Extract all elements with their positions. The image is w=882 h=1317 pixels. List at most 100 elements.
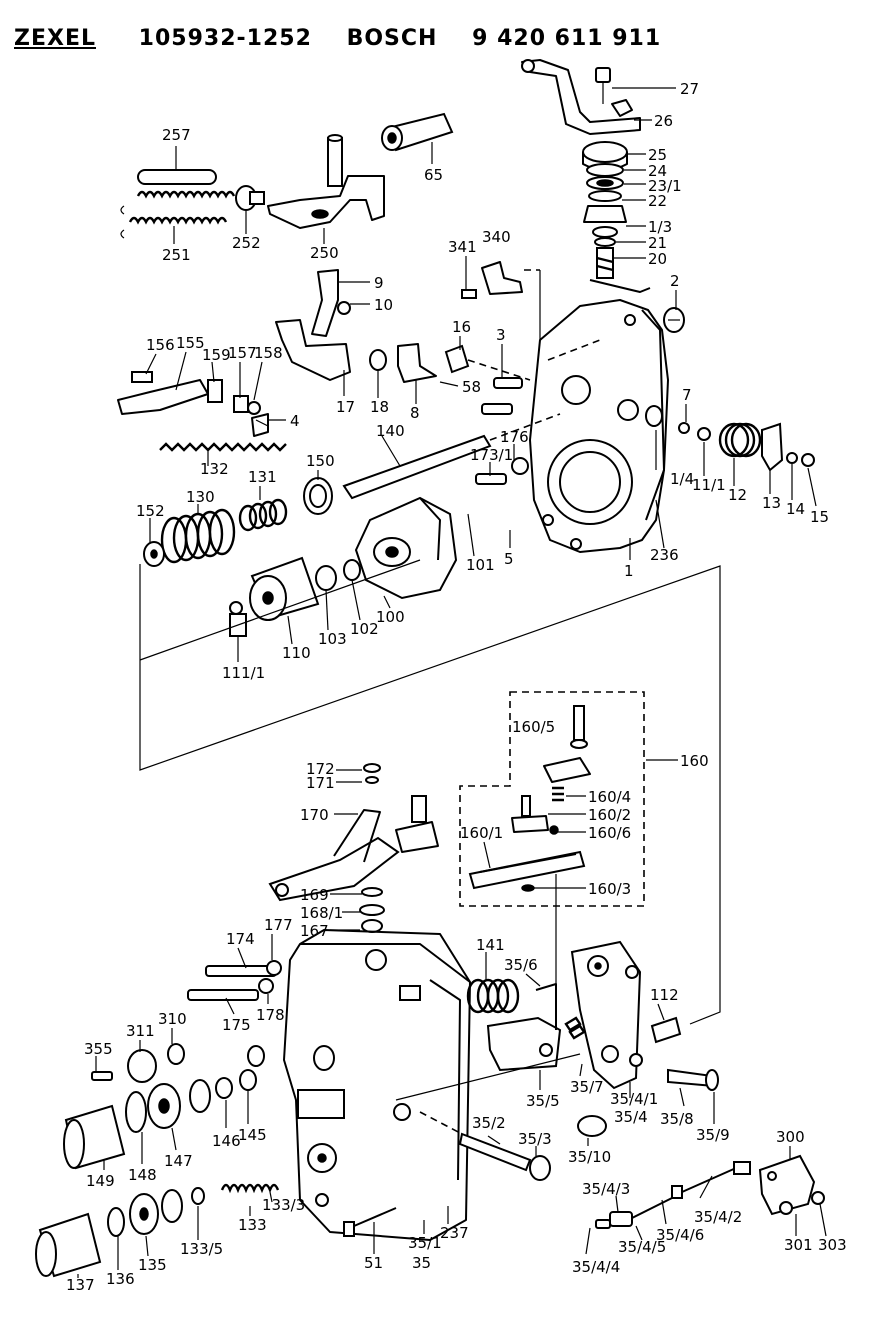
maker-label: ZEXEL: [14, 26, 96, 51]
label-15: 15: [810, 508, 829, 526]
bolts-174-175: [187, 960, 282, 1001]
label-168-1: 168/1: [300, 904, 343, 922]
label-155: 155: [176, 334, 205, 352]
label-35-4-2: 35/4/2: [694, 1208, 742, 1226]
label-35-2: 35/2: [472, 1114, 506, 1132]
label-132: 132: [200, 460, 229, 478]
label-3: 3: [496, 326, 506, 344]
label-4: 4: [290, 412, 300, 430]
label-17: 17: [336, 398, 355, 416]
label-10: 10: [374, 296, 393, 314]
label-160-4: 160/4: [588, 788, 631, 806]
part-number-labels: 27 26 25 24 23/1 22 1/3 21 20 2 257 65 2…: [66, 80, 847, 1294]
label-35: 35: [412, 1254, 431, 1272]
label-102: 102: [350, 620, 379, 638]
label-20: 20: [648, 250, 667, 268]
label-171: 171: [306, 774, 335, 792]
bolts-16-3-58: [444, 344, 531, 415]
lever-35-assembly: [395, 874, 719, 1181]
label-236: 236: [650, 546, 679, 564]
label-177: 177: [264, 916, 293, 934]
lever-group-155: [117, 371, 287, 452]
label-23-1: 23/1: [648, 177, 682, 195]
label-35-5: 35/5: [526, 1092, 560, 1110]
label-13: 13: [762, 494, 781, 512]
plug-252: [235, 185, 265, 211]
label-172: 172: [306, 760, 335, 778]
label-157: 157: [228, 344, 257, 362]
flyweight-assembly-100: [229, 496, 458, 637]
label-35-4-1: 35/4/1: [610, 1090, 658, 1108]
label-1: 1: [624, 562, 634, 580]
label-178: 178: [256, 1006, 285, 1024]
label-35-4-6: 35/4/6: [656, 1226, 704, 1244]
label-173-1: 173/1: [470, 446, 513, 464]
label-8: 8: [410, 404, 420, 422]
label-100: 100: [376, 608, 405, 626]
label-159: 159: [202, 346, 231, 364]
label-149: 149: [86, 1172, 115, 1190]
label-300: 300: [776, 1128, 805, 1146]
label-160-5: 160/5: [512, 718, 555, 736]
bosch-label: BOSCH: [346, 26, 438, 51]
label-35-6: 35/6: [504, 956, 538, 974]
label-310: 310: [158, 1010, 187, 1028]
label-11-1: 11/1: [692, 476, 726, 494]
label-35-4: 35/4: [614, 1108, 648, 1126]
label-140: 140: [376, 422, 405, 440]
label-9: 9: [374, 274, 384, 292]
label-150: 150: [306, 452, 335, 470]
label-169: 169: [300, 886, 329, 904]
label-22: 22: [648, 192, 667, 210]
label-141: 141: [476, 936, 505, 954]
label-2: 2: [670, 272, 680, 290]
label-237: 237: [440, 1224, 469, 1242]
label-130: 130: [186, 488, 215, 506]
bosch-part-number: 9 420 611 911: [472, 26, 662, 51]
leader-lines: [77, 87, 827, 1278]
label-175: 175: [222, 1016, 251, 1034]
label-156: 156: [146, 336, 175, 354]
label-131: 131: [248, 468, 277, 486]
label-137: 137: [66, 1276, 95, 1294]
label-35-1: 35/1: [408, 1234, 442, 1252]
label-147: 147: [164, 1152, 193, 1170]
label-252: 252: [232, 234, 261, 252]
label-58: 58: [462, 378, 481, 396]
lever-kit-160: [459, 691, 645, 907]
label-5: 5: [504, 550, 514, 568]
cable-assembly-35-4: [595, 1154, 825, 1229]
spring-set-251: [120, 169, 236, 239]
label-35-10: 35/10: [568, 1148, 611, 1166]
label-160-6: 160/6: [588, 824, 631, 842]
lever-170: [268, 763, 439, 933]
label-167: 167: [300, 922, 329, 940]
bolt-51: [343, 1207, 397, 1237]
label-250: 250: [310, 244, 339, 262]
governor-springs: [143, 477, 333, 567]
governor-shaft-140: [342, 413, 561, 500]
bracket-340: [461, 261, 541, 340]
label-12: 12: [728, 486, 747, 504]
label-110: 110: [282, 644, 311, 662]
label-136: 136: [106, 1270, 135, 1288]
label-24: 24: [648, 162, 667, 180]
label-160-2: 160/2: [588, 806, 631, 824]
label-311: 311: [126, 1022, 155, 1040]
label-152: 152: [136, 502, 165, 520]
label-133-5: 133/5: [180, 1240, 223, 1258]
label-35-7: 35/7: [570, 1078, 604, 1096]
label-1-3: 1/3: [648, 218, 672, 236]
right-side-parts: [645, 307, 815, 472]
label-27: 27: [680, 80, 699, 98]
label-251: 251: [162, 246, 191, 264]
label-158: 158: [254, 344, 283, 362]
label-176: 176: [500, 428, 529, 446]
label-257: 257: [162, 126, 191, 144]
label-145: 145: [238, 1126, 267, 1144]
label-25: 25: [648, 146, 667, 164]
diagram-header: ZEXEL 105932-1252 BOSCH 9 420 611 911: [14, 26, 687, 51]
label-133-3: 133/3: [262, 1196, 305, 1214]
label-21: 21: [648, 234, 667, 252]
